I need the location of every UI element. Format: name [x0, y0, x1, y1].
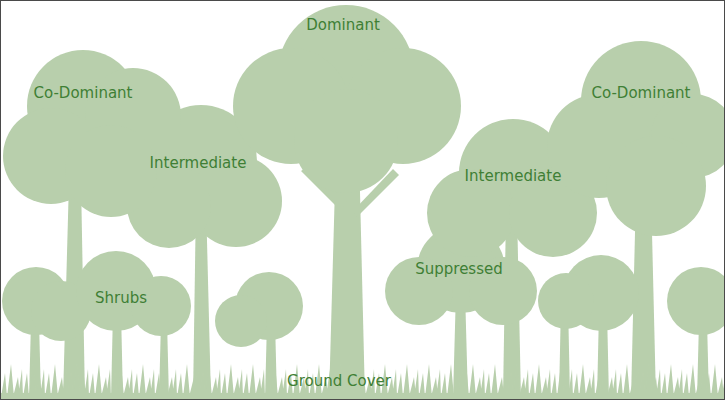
canopy-label: Co-Dominant: [592, 84, 691, 102]
canopy-label: Ground Cover: [287, 372, 391, 390]
canopy-label: Intermediate: [465, 167, 562, 185]
canopy-label: Dominant: [306, 16, 380, 34]
canopy-label: Intermediate: [150, 154, 247, 172]
canopy-label: Co-Dominant: [34, 84, 133, 102]
canopy-label: Suppressed: [415, 260, 503, 278]
canopy-label: Shrubs: [95, 289, 147, 307]
